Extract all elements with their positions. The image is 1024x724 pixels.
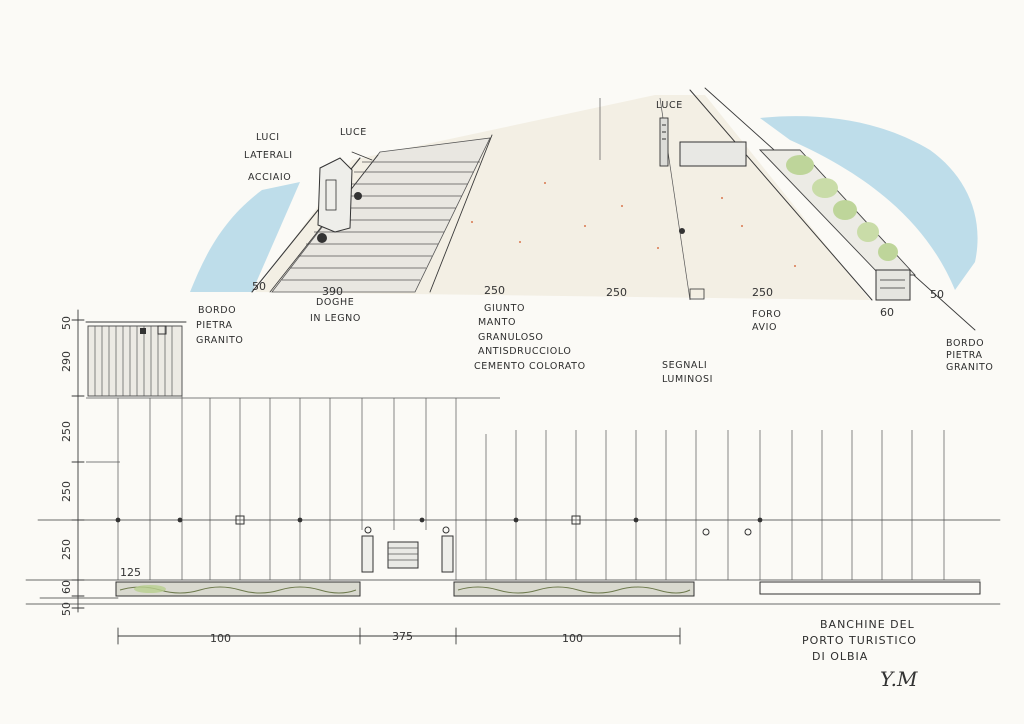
label-luce-left: LUCE [340,127,367,138]
plan-joints [117,396,945,580]
label-bordo-right: BORDO [946,338,984,349]
plan-dim-250-b: 250 [60,481,73,502]
plan-lamp-a [140,328,146,334]
label-doghe: DOGHE [316,297,354,308]
label-giunto: GIUNTO [484,303,525,314]
plan-dim-60: 60 [60,580,73,594]
plan-dim-50-bottom: 50 [60,602,73,616]
persp-dim-250-c: 250 [752,286,773,299]
plan-dim-100-right: 100 [562,632,583,645]
label-luce-right: LUCE [656,100,683,111]
plan-dim-290: 290 [60,351,73,372]
signature: Y.M [880,667,918,691]
label-in-legno: IN LEGNO [310,313,361,324]
plan-dim-50-top: 50 [60,316,73,330]
plan-dim-250-a: 250 [60,421,73,442]
label-granito-left: GRANITO [196,335,243,346]
label-laterali: LATERALI [244,150,293,161]
plan-lamp-b [157,325,167,335]
persp-dim-50-left: 50 [252,280,266,293]
steel-lamp [317,157,362,243]
bench-perspective [679,141,747,167]
persp-dim-250-a: 250 [484,284,505,297]
label-foro: FORO [752,309,781,320]
label-antisdrucciolo: ANTISDRUCCIOLO [478,346,572,357]
title-line-3: DI OLBIA [812,650,868,663]
plan-deck-planks [94,326,173,396]
label-manto: MANTO [478,317,516,328]
lamp-post [659,117,669,167]
label-bordo-left: BORDO [198,305,236,316]
plan-dim-125: 125 [120,566,141,579]
label-cemento: CEMENTO COLORATO [474,361,586,372]
plan-wood-deck [87,325,183,397]
water-right [760,116,978,290]
plan-dim-250-c: 250 [60,539,73,560]
plan-view: 50 290 250 250 250 60 50 [25,309,1001,645]
title-line-1: BANCHINE DEL [820,618,915,631]
plan-lamp-left [361,535,374,573]
water-left [190,182,300,292]
plan-dim-100-left: 100 [210,632,231,645]
title-block: BANCHINE DEL PORTO TURISTICO DI OLBIA Y.… [802,618,918,691]
planter-far-right [759,581,981,595]
aggregate-dots [471,182,796,267]
label-granuloso: GRANULOSO [478,332,543,343]
label-granito-right: GRANITO [946,362,993,373]
label-luminosi: LUMINOSI [662,374,713,385]
label-avio: AVIO [752,322,777,333]
plan-dim-375: 375 [392,630,413,643]
label-luci: LUCI [256,132,280,143]
label-acciaio: ACCIAIO [248,172,291,183]
persp-dim-250-b: 250 [606,286,627,299]
planter-row [758,149,917,301]
persp-dim-390: 390 [322,285,343,298]
label-segnali: SEGNALI [662,360,707,371]
title-line-2: PORTO TURISTICO [802,634,917,647]
plan-lamp-right [441,535,454,573]
persp-dim-50-right: 50 [930,288,944,301]
label-pietra-left: PIETRA [196,320,233,331]
persp-dim-60: 60 [880,306,894,319]
label-pietra-right: PIETRA [946,350,983,361]
plan-light-markers [115,515,763,536]
plan-bench [387,541,419,569]
perspective-view: LUCI LATERALI ACCIAIO LUCE LUCE DOGHE IN… [190,87,993,385]
light-markers [679,228,705,300]
